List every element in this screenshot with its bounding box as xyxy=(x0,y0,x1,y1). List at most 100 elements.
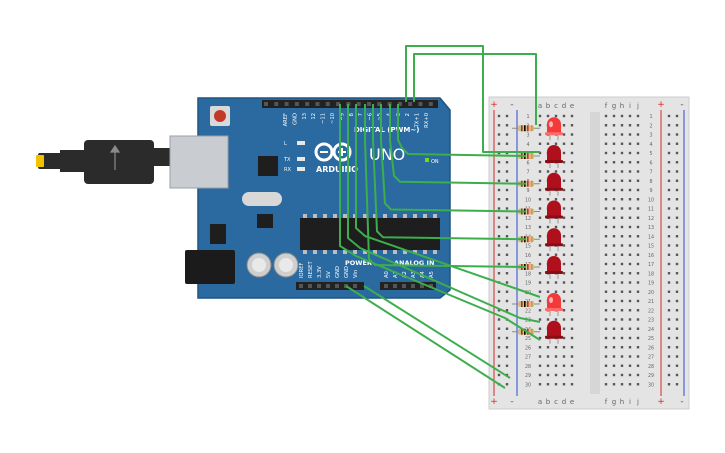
breadboard-hole[interactable] xyxy=(562,244,566,247)
breadboard-hole[interactable] xyxy=(620,207,624,210)
rail-hole[interactable] xyxy=(675,355,679,358)
breadboard-hole[interactable] xyxy=(612,253,616,256)
breadboard-hole[interactable] xyxy=(538,364,542,367)
breadboard-hole[interactable] xyxy=(636,281,640,284)
breadboard-hole[interactable] xyxy=(628,207,632,210)
breadboard-hole[interactable] xyxy=(538,272,542,275)
breadboard-hole[interactable] xyxy=(636,198,640,201)
breadboard-hole[interactable] xyxy=(570,179,574,182)
breadboard-hole[interactable] xyxy=(628,133,632,136)
breadboard-hole[interactable] xyxy=(562,309,566,312)
breadboard-hole[interactable] xyxy=(604,281,608,284)
rail-hole[interactable] xyxy=(505,253,509,256)
breadboard-hole[interactable] xyxy=(620,188,624,192)
breadboard-hole[interactable] xyxy=(554,290,558,293)
jumper-wire[interactable] xyxy=(372,104,527,241)
breadboard-hole[interactable] xyxy=(562,161,566,164)
breadboard-hole[interactable] xyxy=(628,336,632,340)
rail-hole[interactable] xyxy=(497,262,501,266)
breadboard-hole[interactable] xyxy=(554,142,558,145)
rail-hole[interactable] xyxy=(497,133,501,136)
rail-hole[interactable] xyxy=(675,262,679,266)
breadboard-hole[interactable] xyxy=(570,225,574,229)
breadboard-hole[interactable] xyxy=(538,318,542,321)
breadboard-hole[interactable] xyxy=(620,253,624,256)
breadboard-hole[interactable] xyxy=(628,355,632,358)
breadboard-hole[interactable] xyxy=(636,373,640,377)
breadboard-hole[interactable] xyxy=(538,225,542,229)
breadboard-hole[interactable] xyxy=(628,281,632,284)
rail-hole[interactable] xyxy=(497,373,501,377)
breadboard-hole[interactable] xyxy=(546,346,550,349)
breadboard-hole[interactable] xyxy=(636,207,640,210)
rail-hole[interactable] xyxy=(497,170,501,173)
breadboard-hole[interactable] xyxy=(538,179,542,182)
rail-hole[interactable] xyxy=(667,355,671,358)
breadboard-hole[interactable] xyxy=(604,161,608,164)
jumper-wire[interactable] xyxy=(355,104,541,298)
header-hole[interactable] xyxy=(429,284,433,288)
led-off[interactable] xyxy=(545,320,563,344)
header-hole[interactable] xyxy=(305,102,310,106)
resistor[interactable] xyxy=(512,125,540,132)
breadboard-hole[interactable] xyxy=(554,198,558,201)
rail-hole[interactable] xyxy=(505,355,509,358)
breadboard-hole[interactable] xyxy=(620,244,624,247)
breadboard-hole[interactable] xyxy=(604,170,608,173)
header-hole[interactable] xyxy=(317,284,321,288)
rail-hole[interactable] xyxy=(675,161,679,164)
breadboard-hole[interactable] xyxy=(604,346,608,349)
breadboard-hole[interactable] xyxy=(636,170,640,173)
breadboard-hole[interactable] xyxy=(612,114,616,118)
breadboard-hole[interactable] xyxy=(554,373,558,377)
rail-hole[interactable] xyxy=(497,346,501,349)
breadboard-hole[interactable] xyxy=(538,114,542,118)
rail-hole[interactable] xyxy=(497,188,501,192)
breadboard-hole[interactable] xyxy=(562,235,566,238)
breadboard-hole[interactable] xyxy=(612,216,616,219)
resistor[interactable] xyxy=(512,301,540,307)
breadboard-hole[interactable] xyxy=(562,346,566,349)
rail-hole[interactable] xyxy=(505,124,509,127)
header-hole[interactable] xyxy=(308,284,312,288)
breadboard-hole[interactable] xyxy=(562,198,566,201)
breadboard-hole[interactable] xyxy=(562,299,566,303)
rail-hole[interactable] xyxy=(675,373,679,377)
rail-hole[interactable] xyxy=(667,188,671,192)
breadboard-hole[interactable] xyxy=(562,225,566,229)
breadboard-hole[interactable] xyxy=(612,309,616,312)
breadboard-hole[interactable] xyxy=(562,373,566,377)
rail-hole[interactable] xyxy=(667,336,671,340)
breadboard-hole[interactable] xyxy=(620,170,624,173)
breadboard-hole[interactable] xyxy=(570,383,574,386)
breadboard-hole[interactable] xyxy=(620,290,624,293)
rail-hole[interactable] xyxy=(667,299,671,303)
breadboard-hole[interactable] xyxy=(604,198,608,201)
rail-hole[interactable] xyxy=(667,281,671,284)
breadboard-hole[interactable] xyxy=(636,142,640,145)
breadboard-hole[interactable] xyxy=(628,170,632,173)
breadboard-hole[interactable] xyxy=(620,235,624,238)
rail-hole[interactable] xyxy=(667,327,671,330)
breadboard-hole[interactable] xyxy=(620,364,624,367)
rail-hole[interactable] xyxy=(667,151,671,155)
breadboard-hole[interactable] xyxy=(562,170,566,173)
rail-hole[interactable] xyxy=(667,124,671,127)
breadboard-hole[interactable] xyxy=(604,290,608,293)
breadboard-hole[interactable] xyxy=(554,355,558,358)
breadboard-hole[interactable] xyxy=(636,114,640,118)
breadboard-hole[interactable] xyxy=(636,235,640,238)
rail-hole[interactable] xyxy=(497,142,501,145)
breadboard-hole[interactable] xyxy=(636,133,640,136)
breadboard-hole[interactable] xyxy=(570,364,574,367)
breadboard-hole[interactable] xyxy=(620,179,624,182)
header-hole[interactable] xyxy=(402,284,406,288)
breadboard-hole[interactable] xyxy=(628,216,632,219)
breadboard-hole[interactable] xyxy=(636,244,640,247)
rail-hole[interactable] xyxy=(497,179,501,182)
rail-hole[interactable] xyxy=(667,262,671,266)
breadboard-hole[interactable] xyxy=(570,133,574,136)
breadboard-hole[interactable] xyxy=(562,383,566,386)
breadboard-hole[interactable] xyxy=(628,179,632,182)
rail-hole[interactable] xyxy=(667,318,671,321)
